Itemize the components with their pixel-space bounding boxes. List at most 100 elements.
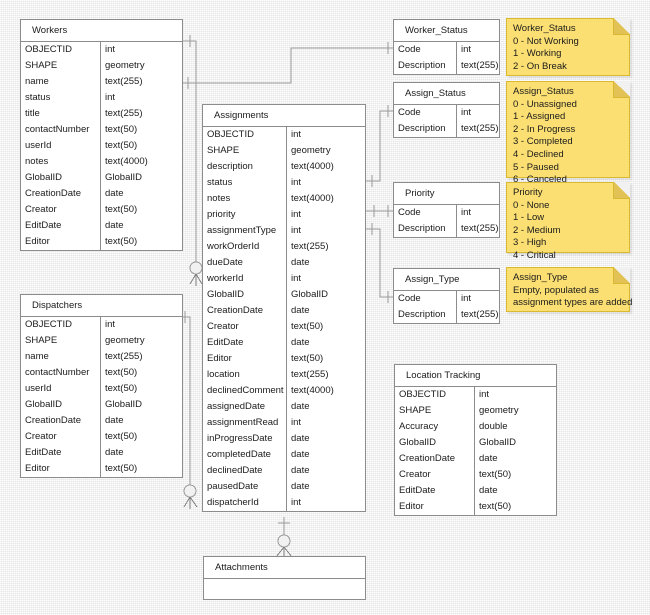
- field-type: GlobalID: [286, 287, 365, 303]
- note-fold-icon: [613, 81, 630, 98]
- note-fold-icon: [613, 267, 630, 284]
- field-name: notes: [207, 193, 231, 204]
- note-assign-status[interactable]: Assign_Status 0 - Unassigned 1 - Assigne…: [506, 81, 630, 185]
- entity-table-attachments[interactable]: Attachments: [203, 556, 366, 600]
- field-type: date: [286, 463, 365, 479]
- entity-title-priority: Priority: [394, 183, 499, 205]
- note-line: 4 - Critical: [513, 249, 556, 261]
- connector-assign-type-assignments: [366, 223, 393, 303]
- field-type: text(50): [100, 365, 182, 381]
- note-worker-status[interactable]: Worker_Status 0 - Not Working 1 - Workin…: [506, 18, 630, 76]
- field-type: int: [286, 207, 365, 223]
- field-type: date: [100, 445, 182, 461]
- connector-dispatchers-assignments: [183, 311, 198, 509]
- field-name: description: [207, 161, 253, 172]
- field-type: int: [100, 317, 182, 333]
- field-type: date: [286, 399, 365, 415]
- field-type: text(4000): [100, 154, 182, 170]
- note-fold-icon: [613, 182, 630, 199]
- field-type: geometry: [286, 143, 365, 159]
- field-type: date: [286, 431, 365, 447]
- field-name: OBJECTID: [207, 129, 254, 140]
- field-type: text(255): [456, 121, 499, 137]
- field-type: text(255): [456, 307, 499, 323]
- field-name: pausedDate: [207, 481, 259, 492]
- field-name: Description: [398, 223, 446, 234]
- note-line: 3 - Completed: [513, 136, 573, 148]
- note-line: 5 - Paused: [513, 161, 559, 173]
- field-name: Editor: [25, 463, 50, 474]
- field-name: OBJECTID: [399, 389, 446, 400]
- field-name: notes: [25, 156, 49, 167]
- field-name: GlobalID: [207, 289, 244, 300]
- field-name: SHAPE: [207, 145, 240, 156]
- field-name: inProgressDate: [207, 433, 273, 444]
- field-type: geometry: [100, 333, 182, 349]
- field-type: text(255): [286, 367, 365, 383]
- field-type: text(255): [286, 239, 365, 255]
- field-type: date: [100, 218, 182, 234]
- field-name: CreationDate: [399, 453, 455, 464]
- field-type: date: [286, 479, 365, 495]
- field-type: text(50): [100, 138, 182, 154]
- field-name: dueDate: [207, 257, 243, 268]
- field-row: inProgressDate date: [203, 431, 365, 447]
- entity-title-assignments: Assignments: [203, 105, 365, 127]
- field-name: workerId: [207, 273, 244, 284]
- field-type: text(50): [286, 351, 365, 367]
- field-name: EditDate: [25, 220, 62, 231]
- note-line: 1 - Low: [513, 212, 545, 224]
- field-type: GlobalID: [100, 397, 182, 413]
- field-name: GlobalID: [25, 172, 62, 183]
- entity-title-dispatchers: Dispatchers: [21, 295, 182, 317]
- entity-title-attachments: Attachments: [204, 557, 365, 579]
- entity-title-workers: Workers: [21, 20, 182, 42]
- field-type: GlobalID: [474, 435, 556, 451]
- field-type: text(50): [100, 234, 182, 250]
- field-type: text(50): [286, 319, 365, 335]
- connector-workers-assignments: [183, 35, 203, 286]
- field-name: assignedDate: [207, 401, 266, 412]
- field-type: date: [474, 451, 556, 467]
- note-assign-type[interactable]: Assign_Type Empty, populated as assignme…: [506, 267, 632, 312]
- field-name: CreationDate: [207, 305, 263, 316]
- field-type: int: [286, 495, 365, 511]
- connector-assign-status-assignments: [366, 105, 393, 187]
- field-name: SHAPE: [399, 405, 432, 416]
- field-name: userId: [25, 140, 52, 151]
- note-title: Priority: [513, 187, 543, 198]
- field-name: Description: [398, 60, 446, 71]
- note-priority[interactable]: Priority 0 - None 1 - Low 2 - Medium 3 -…: [506, 182, 630, 261]
